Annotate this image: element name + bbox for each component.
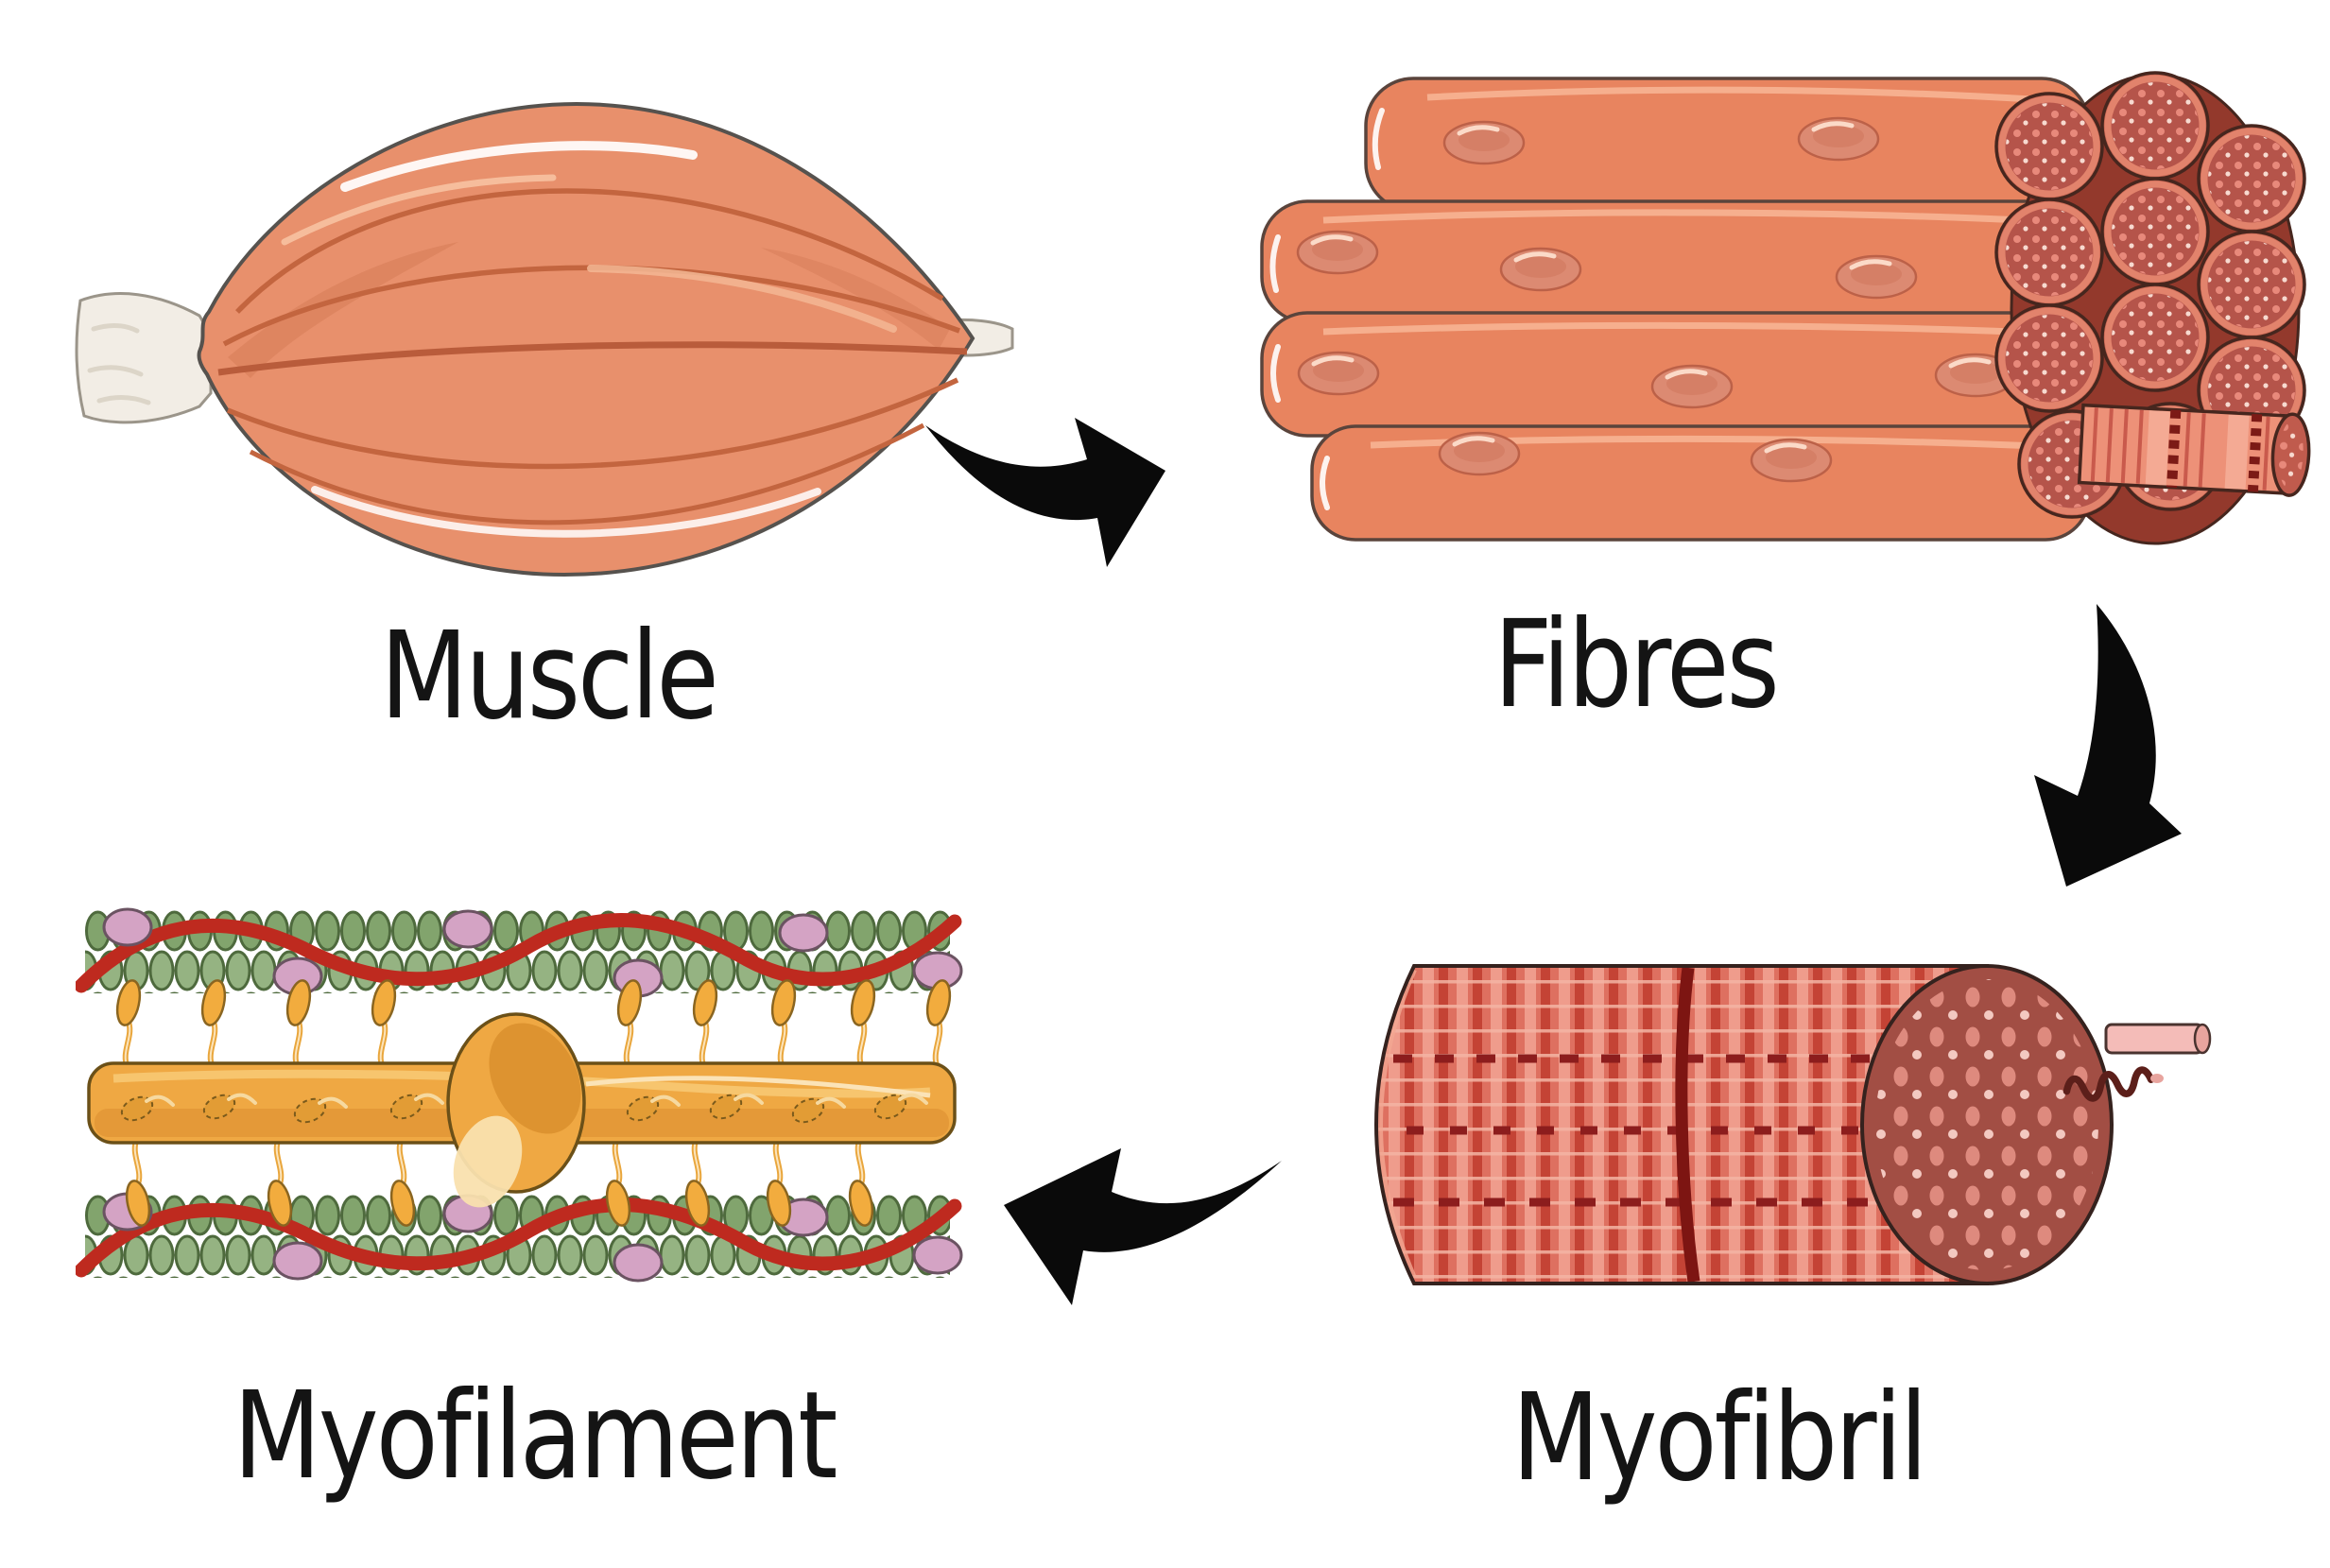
fibre-block (1260, 77, 2091, 542)
actin-filament-bottom (81, 1194, 961, 1281)
curved-arrow-right-icon (925, 418, 1165, 567)
fascicle-shading (228, 242, 950, 378)
myofibril-illustration (1373, 964, 2212, 1285)
fibre-bundle-illustration (1260, 52, 2311, 545)
curved-arrow-down-left-icon (2034, 604, 2182, 887)
z-line (1675, 967, 1700, 1283)
curved-arrow-left-icon (1004, 1148, 1282, 1305)
myofilament-illustration (76, 884, 964, 1328)
fibres-label: Fibres (1493, 595, 1780, 735)
myosin-thick-filament (87, 1012, 957, 1208)
muscle-highlights (281, 141, 897, 538)
myofibril-cross-section-face (1860, 964, 2114, 1285)
fascicle-lines (217, 188, 968, 526)
muscle-belly (197, 101, 975, 577)
extracted-fibre (2077, 403, 2311, 497)
coiled-filament (2062, 1066, 2155, 1102)
myosin-central-bulge (446, 1012, 586, 1208)
muscle-illustration (75, 101, 1014, 577)
myofibril-body (1373, 964, 1989, 1285)
protruding-filaments (2062, 1023, 2212, 1102)
tendon-left (75, 292, 213, 424)
myofilament-label: Myofilament (233, 1367, 838, 1507)
myofibril-label: Myofibril (1511, 1369, 1927, 1508)
muscle-label: Muscle (380, 607, 719, 747)
